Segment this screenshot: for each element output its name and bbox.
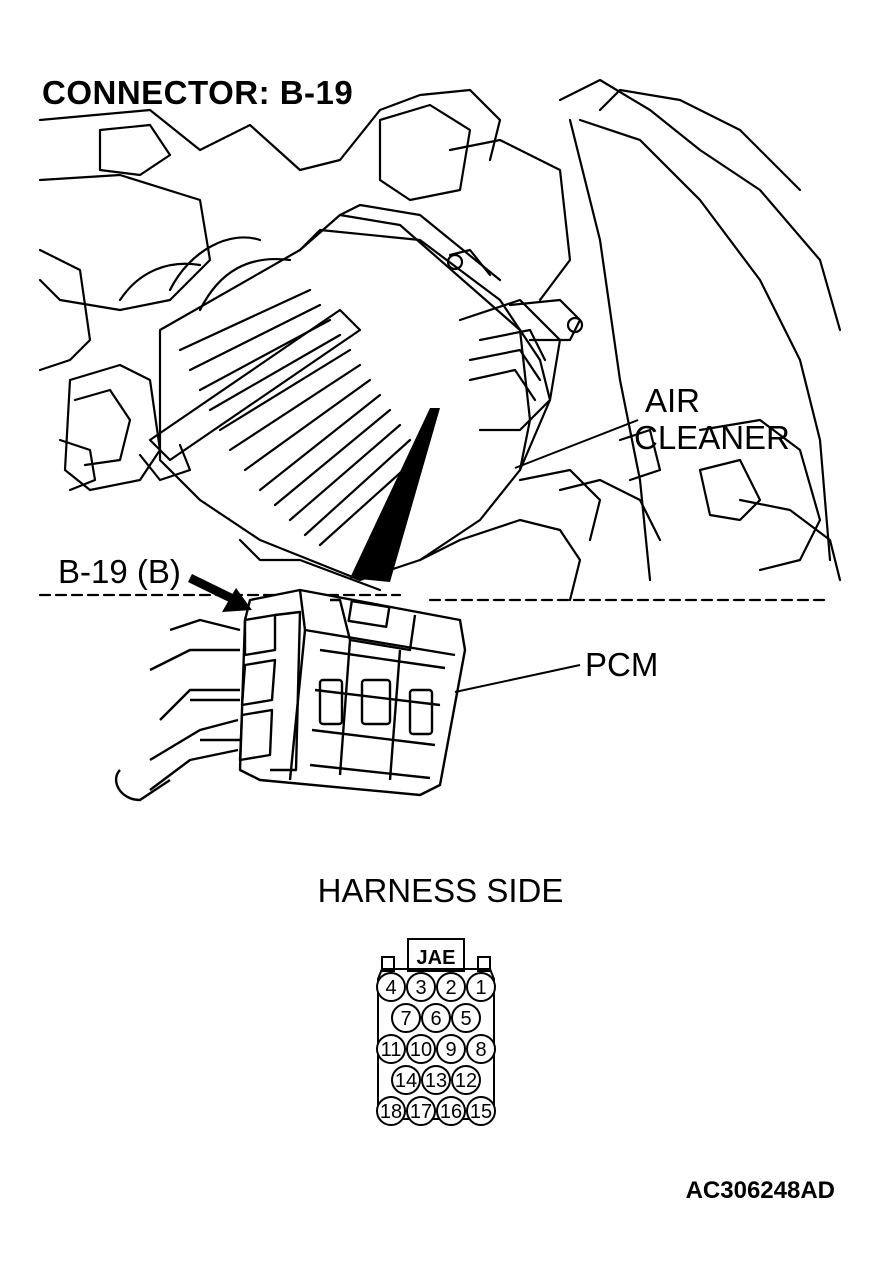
connector-pin: [421, 1065, 451, 1095]
connector-latch: [407, 938, 465, 972]
connector-key-left: [381, 956, 395, 972]
connector-pin: [421, 1003, 451, 1033]
connector-pin-number: 16: [440, 1101, 462, 1123]
connector-key-right: [477, 956, 491, 972]
connector-pin-number: 12: [455, 1070, 477, 1092]
connector-pin-number: 17: [410, 1101, 432, 1123]
connector-pin: [406, 1034, 436, 1064]
connector-pin: [376, 1096, 406, 1126]
connector-pin: [466, 1096, 496, 1126]
connector-pin: [436, 1096, 466, 1126]
connector-pin-number: 5: [460, 1008, 471, 1030]
connector-pin: [391, 1065, 421, 1095]
connector-pin: [436, 972, 466, 1002]
pcm-label: PCM: [585, 646, 659, 683]
connector-pin: [391, 1003, 421, 1033]
connector-pin: [466, 972, 496, 1002]
harness-side-label: HARNESS SIDE: [317, 872, 564, 909]
connector-pin-number: 1: [475, 977, 486, 999]
connector-pin-number: 18: [380, 1101, 402, 1123]
connector-pin: [406, 1096, 436, 1126]
connector-pin: [376, 972, 406, 1002]
connector-pin: [436, 1034, 466, 1064]
connector-pin-number: 15: [470, 1101, 492, 1123]
connector-pin-number: 2: [445, 977, 456, 999]
connector-pin-number: 13: [425, 1070, 447, 1092]
connector-pin: [376, 1034, 406, 1064]
connector-pin-number: 7: [400, 1008, 411, 1030]
figure-id: AC306248AD: [685, 1177, 835, 1204]
connector-pin-number: 6: [430, 1008, 441, 1030]
connector-maker: JAE: [417, 947, 456, 969]
connector-pin: [451, 1065, 481, 1095]
air-cleaner-label-line1: AIR: [645, 382, 701, 419]
connector-pin: [451, 1003, 481, 1033]
connector-b19-label: B-19 (B): [54, 555, 185, 589]
connector-pin-number: 14: [395, 1070, 417, 1092]
connector-pin: [406, 972, 436, 1002]
air-cleaner-label-line2: CLEANER: [634, 419, 790, 456]
connector-pin-number: 9: [445, 1039, 456, 1061]
connector-pin-number: 8: [475, 1039, 486, 1061]
connector-pin: [466, 1034, 496, 1064]
engine-bay-illustration: [38, 78, 842, 802]
connector-pin-number: 11: [381, 1039, 402, 1061]
connector-pin-number: 10: [410, 1039, 432, 1061]
connector-pin-number: 4: [385, 977, 396, 999]
diagram-title: CONNECTOR: B-19: [42, 74, 354, 111]
connector-pin-number: 3: [415, 977, 426, 999]
